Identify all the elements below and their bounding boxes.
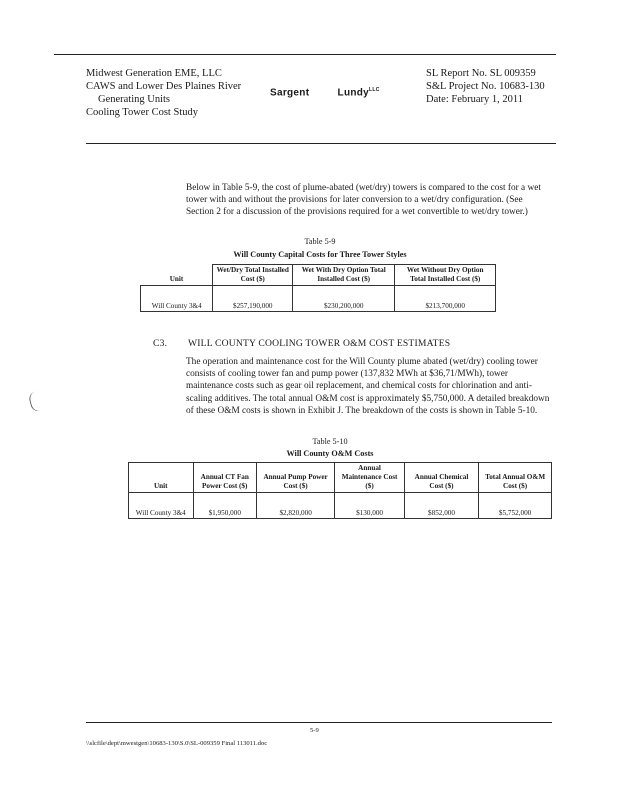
table9: Unit Wet/Dry Total Installed Cost ($) We… xyxy=(139,264,496,312)
table10-cell-unit: Will County 3&4 xyxy=(128,492,194,519)
table10-title: Will County O&M Costs xyxy=(286,449,374,458)
file-path: \\slcfile\dept\mwestgen\10683-130\S.0\SL… xyxy=(86,740,268,747)
table10: Unit Annual CT Fan Power Cost ($) Annual… xyxy=(128,462,552,519)
footer-rule xyxy=(86,722,552,723)
table9-number: Table 5-9 xyxy=(304,237,336,246)
header-company: Midwest Generation EME, LLC xyxy=(86,68,222,79)
header-project-no: S&L Project No. 10683-130 xyxy=(426,81,545,92)
header-project: CAWS and Lower Des Plaines River xyxy=(86,81,242,92)
table10-cell-fan: $1,950,000 xyxy=(192,492,257,519)
header-top-rule xyxy=(54,54,556,55)
intro-paragraph: Below in Table 5-9, the cost of plume-ab… xyxy=(186,183,541,218)
table9-col-wetdry: Wet/Dry Total Installed Cost ($) xyxy=(212,264,293,286)
logo-suffix: LLC xyxy=(369,87,380,93)
header-study: Cooling Tower Cost Study xyxy=(86,107,198,118)
header-bottom-rule xyxy=(86,143,556,144)
table9-cell-unit: Will County 3&4 xyxy=(139,285,214,312)
table10-cell-total: $5,752,000 xyxy=(478,492,552,519)
table10-col-unit: Unit xyxy=(128,462,194,493)
table10-cell-chemical: $852,000 xyxy=(403,492,480,519)
table9-col-wet-without-dry: Wet Without Dry Option Total Installed C… xyxy=(394,264,496,286)
table10-cell-pump: $2,820,000 xyxy=(255,492,336,519)
table9-col-unit: Unit xyxy=(169,275,184,283)
header-report-no: SL Report No. SL 009359 xyxy=(426,68,536,79)
section-title: WILL COUNTY COOLING TOWER O&M COST ESTIM… xyxy=(188,338,451,349)
table9-cell-wet-with-dry: $230,200,000 xyxy=(291,285,396,312)
table-row: Will County 3&4 $257,190,000 $230,200,00… xyxy=(139,285,496,312)
table10-col-chemical: Annual Chemical Cost ($) xyxy=(403,462,480,493)
logo-lundy: Lundy xyxy=(337,87,370,99)
table10-col-fan: Annual CT Fan Power Cost ($) xyxy=(192,462,257,493)
table10-header-row: Unit Annual CT Fan Power Cost ($) Annual… xyxy=(128,462,552,493)
table10-cell-maintenance: $130,000 xyxy=(334,492,405,519)
table-row: Will County 3&4 $1,950,000 $2,820,000 $1… xyxy=(128,492,552,519)
table9-title: Will County Capital Costs for Three Towe… xyxy=(233,250,407,259)
header-units: Generating Units xyxy=(98,94,171,105)
om-paragraph: The operation and maintenance cost for t… xyxy=(186,357,550,416)
page-number: 5-9 xyxy=(310,727,319,734)
table9-cell-wetdry: $257,190,000 xyxy=(212,285,293,312)
table9-col-wet-with-dry: Wet With Dry Option Total Installed Cost… xyxy=(291,264,396,286)
header-date: Date: February 1, 2011 xyxy=(426,94,524,105)
table10-number: Table 5-10 xyxy=(312,437,348,446)
table10-col-total: Total Annual O&M Cost ($) xyxy=(478,462,552,493)
table10-col-pump: Annual Pump Power Cost ($) xyxy=(255,462,336,493)
scan-mark xyxy=(27,391,42,413)
logo-sargent: Sargent xyxy=(270,87,310,99)
table9-cell-wet-without-dry: $213,700,000 xyxy=(394,285,496,312)
table10-col-maintenance: Annual Maintenance Cost ($) xyxy=(334,462,405,493)
section-number: C3. xyxy=(153,338,168,349)
table9-header-row: Unit Wet/Dry Total Installed Cost ($) We… xyxy=(141,264,496,286)
sargent-lundy-logo: Sargent LundyLLC xyxy=(270,87,380,98)
